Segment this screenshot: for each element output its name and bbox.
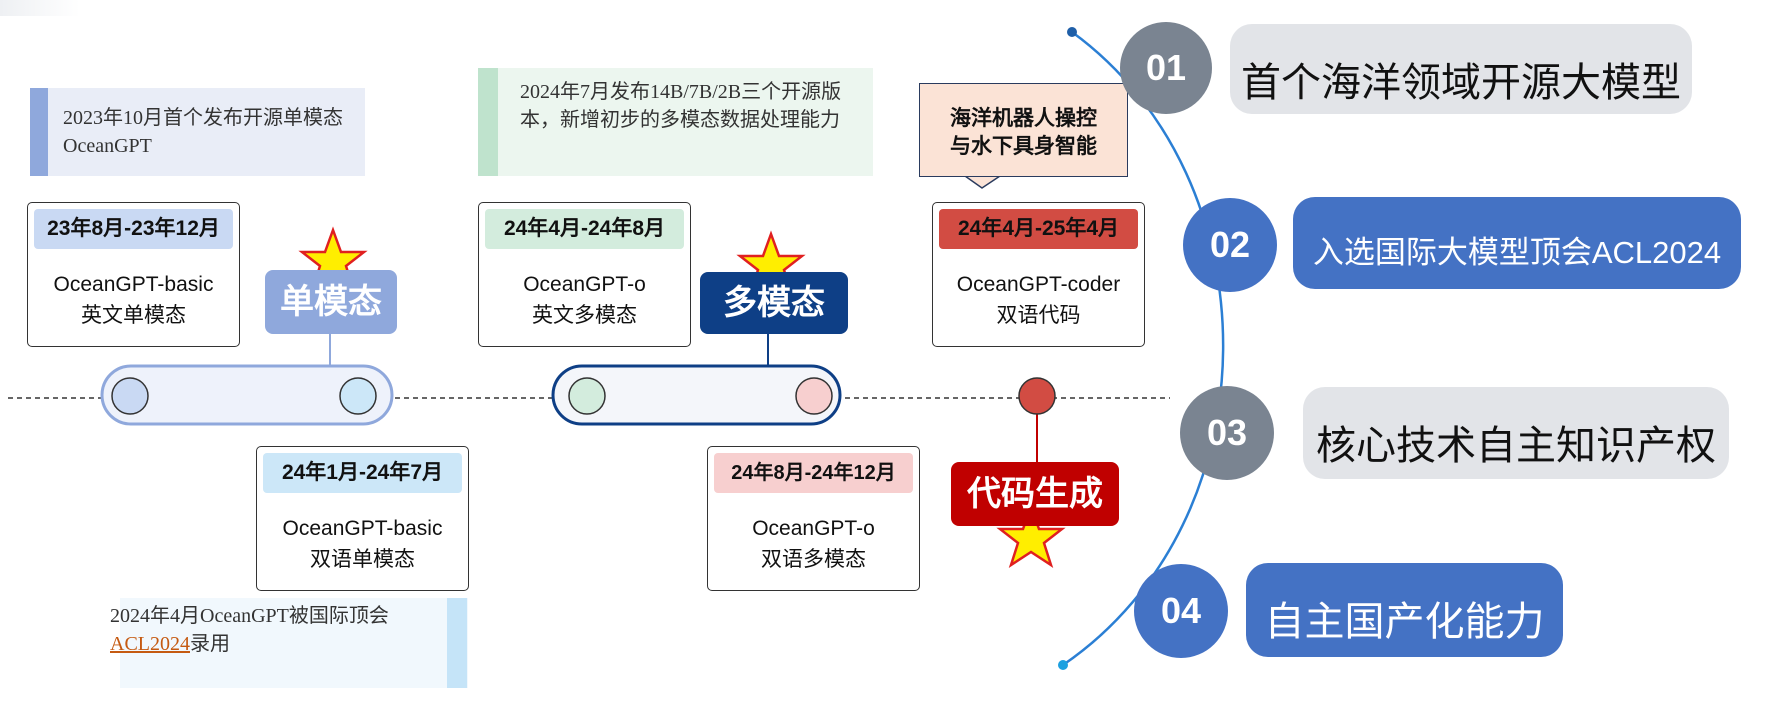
note-accent-bar (478, 68, 498, 176)
card-basic-bilingual: 24年1月-24年7月 OceanGPT-basic 双语单模态 (256, 446, 469, 591)
highlight-number-04: 04 (1134, 564, 1228, 658)
card-model-type: 双语代码 (996, 304, 1081, 327)
highlight-text: 核心技术自主知识产权 (1316, 424, 1716, 468)
card-model-type: 英文单模态 (81, 304, 186, 327)
highlight-pill-02: 入选国际大模型顶会ACL2024 (1293, 197, 1741, 289)
highlight-pill-03: 核心技术自主知识产权 (1303, 387, 1729, 479)
card-date: 24年4月-24年8月 (485, 209, 684, 249)
callout-line2: 与水下具身智能 (950, 135, 1097, 158)
tag-single-modal: 单模态 (265, 270, 397, 334)
highlight-text: 自主国产化能力 (1264, 600, 1545, 644)
callout-marine-robotics: 海洋机器人操控 与水下具身智能 (919, 83, 1128, 177)
card-coder: 24年4月-25年4月 OceanGPT-coder 双语代码 (932, 202, 1145, 347)
card-date: 24年1月-24年7月 (263, 453, 462, 493)
highlight-text: 首个海洋领域开源大模型 (1241, 61, 1681, 105)
note-text: 2024年7月发布14B/7B/2B三个开源版本，新增初步的多模态数据处理能力 (520, 81, 842, 131)
star-icon (996, 503, 1066, 568)
highlight-number-01: 01 (1120, 22, 1212, 114)
card-model-type: 英文多模态 (532, 304, 637, 327)
card-model-type: 双语单模态 (310, 548, 415, 571)
card-date: 24年4月-25年4月 (939, 209, 1138, 249)
note-text: 2023年10月首个发布开源单模态OceanGPT (63, 107, 343, 157)
note-acl-accepted: 2024年4月OceanGPT被国际顶会 ACL2024录用 (110, 598, 468, 688)
card-basic-en: 23年8月-23年12月 OceanGPT-basic 英文单模态 (27, 202, 240, 347)
note-2023-release: 2023年10月首个发布开源单模态OceanGPT (30, 88, 365, 176)
node-code (1018, 377, 1056, 415)
note-text: 2024年4月OceanGPT被国际顶会 ACL2024录用 (110, 605, 389, 655)
card-date: 24年8月-24年12月 (714, 453, 913, 493)
note-accent-bar (30, 88, 48, 176)
card-model-type: 双语多模态 (761, 548, 866, 571)
note-accent-bar (447, 598, 467, 688)
highlight-pill-04: 自主国产化能力 (1246, 563, 1563, 657)
node-23-8 (111, 377, 149, 415)
tag-multi-modal: 多模态 (700, 272, 848, 334)
node-24-8 (795, 377, 833, 415)
single-modal-capsule (100, 364, 394, 426)
acl2024-link[interactable]: ACL2024 (110, 633, 190, 655)
card-model-name: OceanGPT-o (523, 273, 646, 296)
corner-decoration (0, 0, 80, 16)
node-24-4 (568, 377, 606, 415)
node-24-1 (339, 377, 377, 415)
highlight-number-03: 03 (1180, 386, 1274, 480)
card-model-name: OceanGPT-basic (282, 517, 443, 540)
card-date: 23年8月-23年12月 (34, 209, 233, 249)
highlight-text: 入选国际大模型顶会ACL2024 (1312, 235, 1722, 270)
tag-code-generation: 代码生成 (951, 462, 1119, 526)
callout-line1: 海洋机器人操控 (950, 107, 1097, 130)
card-o-bilingual: 24年8月-24年12月 OceanGPT-o 双语多模态 (707, 446, 920, 591)
highlight-number-02: 02 (1183, 198, 1277, 292)
multi-modal-capsule (551, 364, 842, 426)
highlight-pill-01: 首个海洋领域开源大模型 (1230, 24, 1692, 114)
card-model-name: OceanGPT-o (752, 517, 875, 540)
card-o-en: 24年4月-24年8月 OceanGPT-o 英文多模态 (478, 202, 691, 347)
card-model-name: OceanGPT-basic (53, 273, 214, 296)
note-2024-july-release: 2024年7月发布14B/7B/2B三个开源版本，新增初步的多模态数据处理能力 (478, 68, 873, 176)
card-model-name: OceanGPT-coder (956, 273, 1121, 296)
